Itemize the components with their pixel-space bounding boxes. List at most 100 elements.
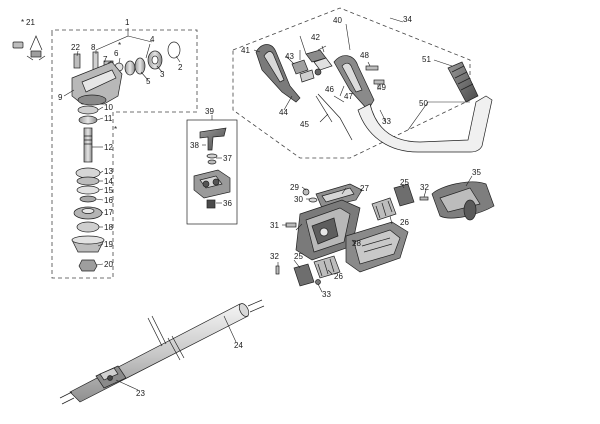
part-15-washer — [76, 185, 100, 195]
part-26a-clutch — [371, 197, 397, 221]
callout-20: 20 — [104, 260, 113, 269]
part-30-washer — [308, 197, 318, 203]
part-42-trigger — [305, 49, 333, 76]
part-14-washer — [76, 176, 100, 186]
callout-12: 12 — [104, 143, 113, 152]
gearbox-group-frame — [51, 29, 198, 279]
callout-48: 48 — [360, 51, 369, 60]
part-32a-screw — [419, 196, 429, 201]
part-23-shaft-clamp — [95, 365, 127, 389]
callout-16: 16 — [104, 196, 113, 205]
callout-22: 22 — [71, 43, 80, 52]
part-2-circlip — [167, 41, 181, 59]
part-29-screw — [302, 188, 310, 196]
asterisk-21: * — [21, 18, 24, 27]
asterisk-4: * — [118, 41, 121, 50]
part-32b-screw — [275, 265, 280, 275]
callout-40: 40 — [333, 16, 342, 25]
callout-41: 41 — [241, 46, 250, 55]
part-47-handle-half — [333, 55, 375, 111]
asterisk-11: * — [114, 125, 117, 134]
callout-14: 14 — [104, 177, 113, 186]
callout-26b: 26 — [334, 272, 343, 281]
part-46-wire — [315, 93, 353, 141]
callout-8: 8 — [91, 43, 96, 52]
callout-34: 34 — [403, 15, 412, 24]
callout-31: 31 — [270, 221, 279, 230]
callout-33b: 33 — [322, 290, 331, 299]
callout-50: 50 — [419, 99, 428, 108]
callout-24: 24 — [234, 341, 243, 350]
callout-38: 38 — [190, 141, 199, 150]
callout-26a: 26 — [400, 218, 409, 227]
part-20-nut — [78, 259, 98, 272]
callout-11: 11 — [104, 114, 113, 123]
callout-7: 7 — [103, 55, 108, 64]
part-16-nut — [79, 195, 97, 203]
part-35-tube — [431, 181, 495, 221]
callout-28: 28 — [352, 239, 361, 248]
callout-46: 46 — [325, 85, 334, 94]
part-9-gear-head — [71, 61, 123, 106]
part-22-pin — [73, 53, 81, 69]
callout-43: 43 — [285, 52, 294, 61]
part-13-cup — [75, 167, 101, 179]
part-31-screw — [285, 222, 297, 228]
callout-44: 44 — [279, 108, 288, 117]
callout-25b: 25 — [294, 252, 303, 261]
callout-32a: 32 — [420, 183, 429, 192]
part-3-bearing-inner — [151, 55, 159, 65]
callout-23: 23 — [136, 389, 145, 398]
part-12-shaft — [83, 127, 93, 163]
callout-47: 47 — [344, 92, 353, 101]
part-5b-bearing — [134, 57, 146, 75]
callout-9: 9 — [58, 93, 63, 102]
callout-15: 15 — [104, 186, 113, 195]
callout-3: 3 — [160, 70, 165, 79]
callout-33a: 33 — [382, 117, 391, 126]
part-8-bolt — [92, 51, 99, 71]
part-51-grip — [447, 61, 479, 103]
callout-25a: 25 — [400, 178, 409, 187]
callout-32b: 32 — [270, 252, 279, 261]
part-38-wing-bolt — [199, 127, 227, 151]
part-48-screw — [365, 65, 379, 71]
part-17-holder — [73, 206, 103, 220]
callout-36: 36 — [223, 199, 232, 208]
callout-17: 17 — [104, 208, 113, 217]
callout-2: 2 — [178, 63, 183, 72]
part-33-bolt — [315, 279, 321, 285]
callout-30: 30 — [294, 195, 303, 204]
callout-5: 5 — [146, 77, 151, 86]
callout-27: 27 — [360, 184, 369, 193]
callout-21: 21 — [26, 18, 35, 27]
handle-group-frame — [232, 7, 471, 159]
part-27-cover — [315, 183, 363, 209]
callout-49: 49 — [377, 83, 386, 92]
part-50-handle-bar — [357, 95, 493, 153]
part-41-handle-half — [255, 44, 301, 103]
callout-10: 10 — [104, 103, 113, 112]
part-18-cover — [76, 221, 100, 233]
callout-1: 1 — [125, 18, 130, 27]
part-39-group-frame — [186, 115, 238, 225]
callout-29: 29 — [290, 183, 299, 192]
shaft-leader-lines — [115, 315, 237, 391]
part-25b-bracket — [293, 263, 315, 287]
housing-leader-lines — [277, 175, 473, 293]
callout-4: 4 — [150, 35, 155, 44]
part-39-clamp — [193, 169, 231, 199]
callout-37: 37 — [223, 154, 232, 163]
part-36-spring — [206, 199, 216, 209]
handle-leader-lines — [253, 23, 470, 131]
part-5-bearing — [124, 60, 136, 76]
part-26b-clutch — [313, 255, 341, 279]
part-43-switch — [291, 59, 315, 83]
gearbox-leader-lines — [63, 28, 181, 266]
part-28b-housing-right — [345, 221, 409, 273]
callout-labels: * 21 1 22 8 * 7 6 4 2 3 5 9 10 11 * 12 1… — [21, 15, 481, 398]
part-49-screw — [373, 79, 385, 85]
callout-51: 51 — [422, 55, 431, 64]
part-19-cup — [71, 235, 105, 253]
